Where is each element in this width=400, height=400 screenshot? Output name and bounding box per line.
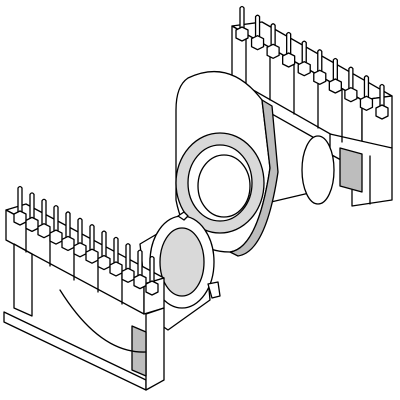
large-core-end (301, 135, 335, 205)
small-skirt (3, 311, 147, 391)
small-pin (37, 198, 51, 239)
large-pin (282, 31, 296, 68)
small-pin (61, 211, 75, 252)
large-pin (266, 23, 280, 59)
large-pin (235, 5, 249, 42)
small-leg-left (13, 243, 33, 317)
small-pin (145, 255, 159, 296)
large-pin (359, 75, 374, 111)
large-base-slot (339, 147, 363, 193)
small-pins (13, 185, 159, 296)
large-pins (235, 5, 389, 120)
small-base-ridges (25, 221, 123, 305)
small-flange-tab-bottom (207, 281, 221, 299)
small-skirt-slot (131, 325, 147, 377)
large-pin (375, 83, 389, 120)
large-pin (297, 40, 311, 77)
small-flange-inner (159, 227, 205, 297)
large-opening-inner (187, 144, 253, 222)
small-body-curve (59, 289, 147, 353)
large-pin (328, 57, 342, 94)
large-pin (313, 49, 327, 85)
large-pin (250, 14, 265, 51)
small-bobbin (3, 185, 221, 391)
small-pin (49, 204, 63, 245)
small-flange-tab-top (177, 211, 189, 221)
small-pin (13, 185, 27, 226)
small-pin (133, 249, 147, 290)
large-opening-bore (197, 154, 251, 218)
small-leg-right (145, 307, 165, 391)
large-pin (344, 66, 358, 103)
large-bobbin (175, 5, 393, 257)
small-pin (25, 192, 39, 233)
large-flange-rim (229, 99, 279, 257)
large-base-ridges (245, 33, 343, 143)
